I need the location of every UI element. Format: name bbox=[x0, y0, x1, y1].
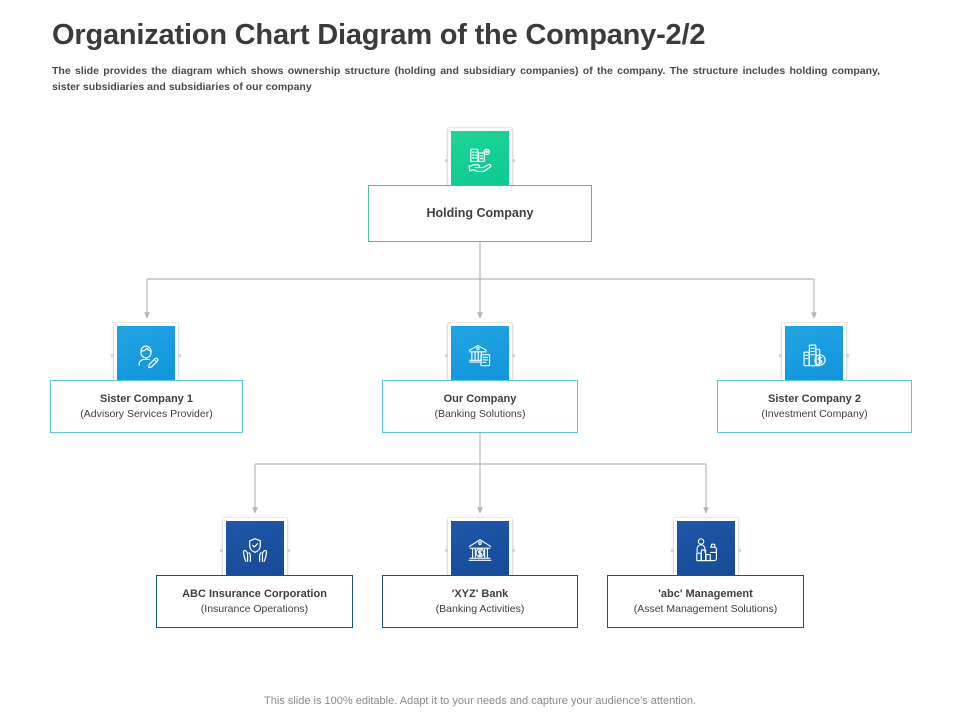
shield-in-hands-icon bbox=[220, 517, 290, 583]
org-node-subtitle: (Asset Management Solutions) bbox=[633, 602, 778, 615]
bank-document-icon bbox=[445, 322, 515, 388]
org-node-subtitle: (Investment Company) bbox=[761, 407, 868, 420]
org-node-subtitle: (Insurance Operations) bbox=[200, 602, 309, 615]
org-node-abc-management[interactable]: 'abc' Management (Asset Management Solut… bbox=[607, 517, 804, 628]
org-node-card: Holding Company bbox=[368, 185, 592, 242]
org-node-card: Sister Company 1 (Advisory Services Prov… bbox=[50, 380, 243, 433]
org-node-subtitle: (Banking Solutions) bbox=[434, 407, 526, 420]
org-node-abc-insurance-corporation[interactable]: ABC Insurance Corporation (Insurance Ope… bbox=[156, 517, 353, 628]
hand-holding-buildings-icon bbox=[445, 127, 515, 193]
bank-dollar-icon bbox=[445, 517, 515, 583]
org-node-sister-company-2[interactable]: Sister Company 2 (Investment Company) bbox=[717, 322, 912, 433]
org-node-title: Holding Company bbox=[426, 206, 534, 221]
org-node-subtitle: (Advisory Services Provider) bbox=[80, 407, 213, 420]
advisor-person-pen-icon bbox=[111, 322, 181, 388]
org-node-our-company[interactable]: Our Company (Banking Solutions) bbox=[382, 322, 578, 433]
org-node-title: 'XYZ' Bank bbox=[451, 587, 509, 600]
org-node-xyz-bank[interactable]: 'XYZ' Bank (Banking Activities) bbox=[382, 517, 578, 628]
org-node-card: 'abc' Management (Asset Management Solut… bbox=[607, 575, 804, 628]
buildings-dollar-icon bbox=[779, 322, 849, 388]
page-subtitle: The slide provides the diagram which sho… bbox=[52, 65, 880, 94]
org-node-title: Sister Company 1 bbox=[100, 392, 193, 405]
org-node-card: ABC Insurance Corporation (Insurance Ope… bbox=[156, 575, 353, 628]
org-node-card: 'XYZ' Bank (Banking Activities) bbox=[382, 575, 578, 628]
org-node-subtitle: (Banking Activities) bbox=[435, 602, 525, 615]
org-node-card: Our Company (Banking Solutions) bbox=[382, 380, 578, 433]
org-node-sister-company-1[interactable]: Sister Company 1 (Advisory Services Prov… bbox=[50, 322, 243, 433]
org-node-title: Our Company bbox=[443, 392, 517, 405]
footer-note: This slide is 100% editable. Adapt it to… bbox=[264, 695, 696, 707]
org-node-card: Sister Company 2 (Investment Company) bbox=[717, 380, 912, 433]
org-node-title: Sister Company 2 bbox=[768, 392, 861, 405]
asset-management-person-icon bbox=[671, 517, 741, 583]
page-title: Organization Chart Diagram of the Compan… bbox=[52, 19, 706, 51]
org-node-title: ABC Insurance Corporation bbox=[182, 587, 327, 600]
org-node-title: 'abc' Management bbox=[658, 587, 753, 600]
org-node-holding-company[interactable]: Holding Company bbox=[368, 127, 592, 242]
